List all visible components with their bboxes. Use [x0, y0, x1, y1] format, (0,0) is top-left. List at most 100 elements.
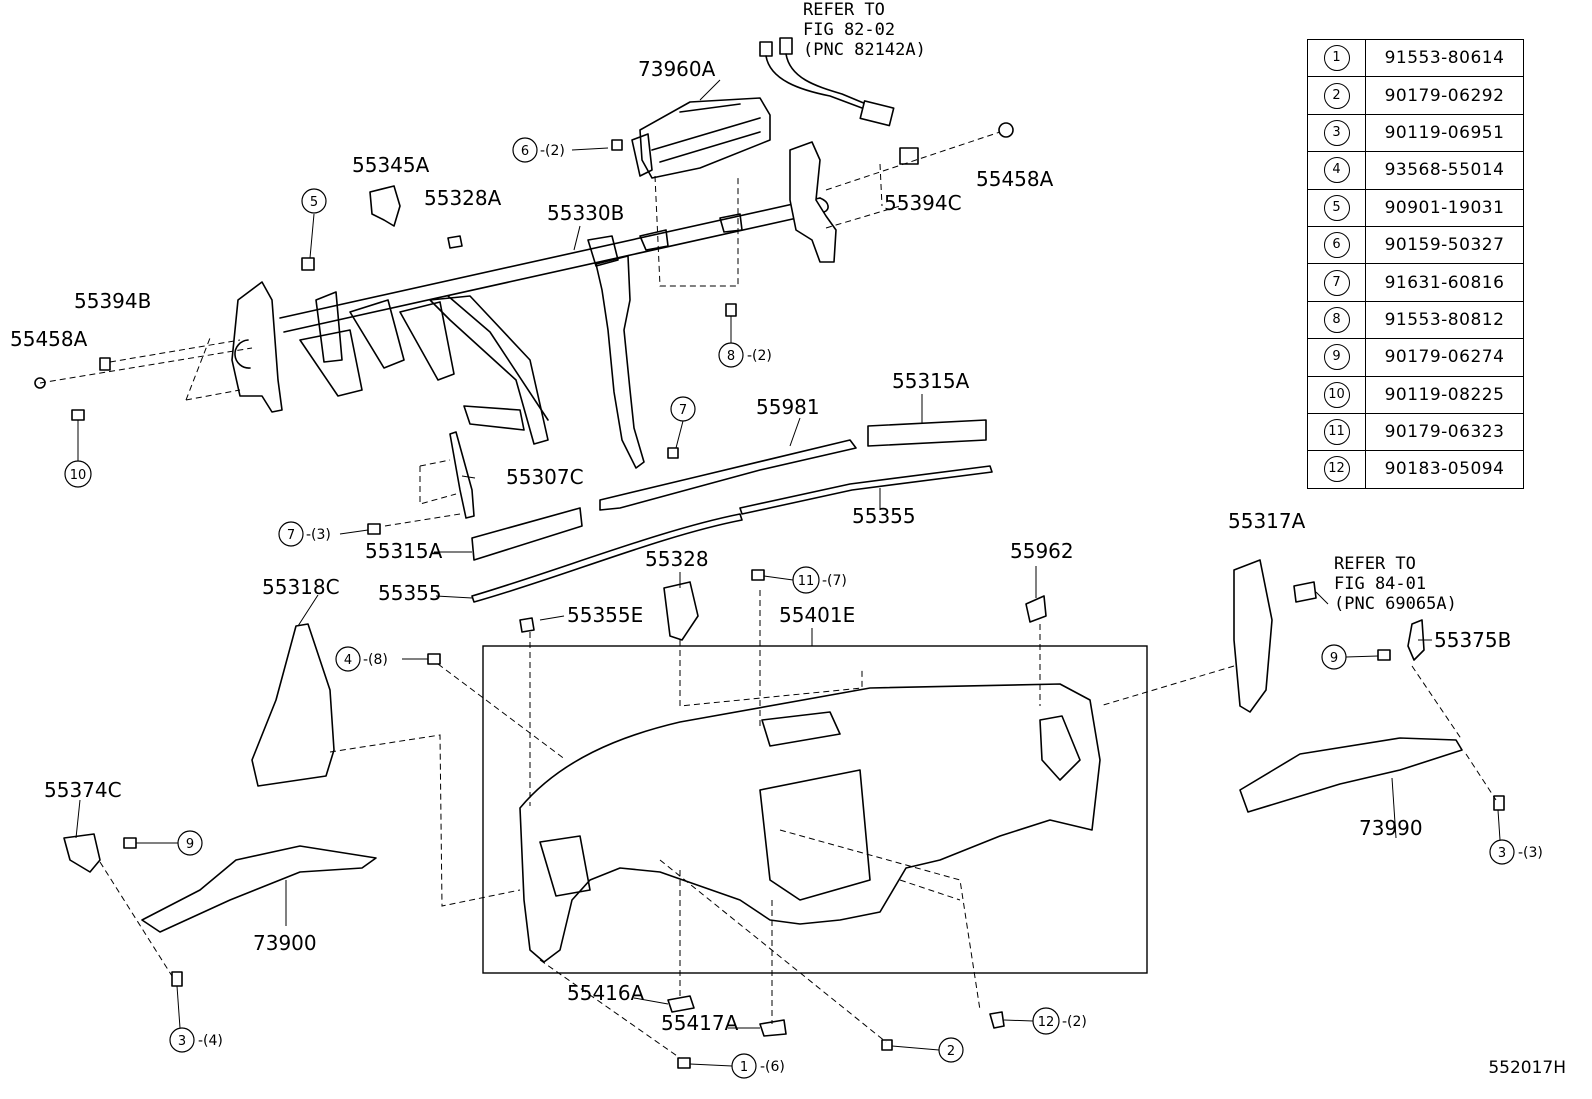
callout-9-left[interactable]: 9: [136, 830, 203, 856]
svg-text:1: 1: [740, 1060, 748, 1075]
svg-text:9: 9: [1330, 651, 1338, 666]
callouts: 6 -(2) 5 10 8 -(2) 7 7 -(3): [64, 137, 1543, 1079]
label-55401E[interactable]: 55401E: [779, 603, 855, 627]
svg-text:7: 7: [679, 403, 687, 418]
assembly-lines: [39, 131, 1497, 1059]
label-55355-right[interactable]: 55355: [852, 504, 916, 528]
instrument-panel-box: [482, 645, 1148, 974]
svg-text:FIG 82-02: FIG 82-02: [803, 20, 895, 40]
diagram-code: 552017H: [1488, 1058, 1566, 1078]
svg-text:6: 6: [521, 144, 529, 159]
svg-text:7: 7: [287, 528, 295, 543]
callout-7b[interactable]: 7 -(3): [278, 521, 369, 547]
label-55318C[interactable]: 55318C: [262, 575, 340, 599]
label-55416A[interactable]: 55416A: [567, 981, 645, 1005]
label-55355E[interactable]: 55355E: [567, 603, 643, 627]
clip-55328-drawing: [663, 581, 699, 641]
refer-note-top: REFER TO FIG 82-02 (PNC 82142A): [803, 0, 926, 60]
callout-6[interactable]: 6 -(2): [512, 137, 609, 163]
svg-text:-(6): -(6): [760, 1059, 785, 1075]
callout-4[interactable]: 4 -(8): [335, 646, 428, 672]
callout-2[interactable]: 2: [891, 1037, 964, 1063]
label-55458A-right[interactable]: 55458A: [976, 167, 1054, 191]
svg-text:-(3): -(3): [1518, 845, 1543, 861]
label-55355-left[interactable]: 55355: [378, 581, 442, 605]
svg-text:FIG 84-01: FIG 84-01: [1334, 574, 1426, 594]
brace-55307C-drawing: [449, 431, 475, 519]
instrument-panel-55401E-drawing: [519, 683, 1101, 963]
svg-text:REFER TO: REFER TO: [803, 0, 885, 20]
label-55328[interactable]: 55328: [645, 547, 709, 571]
panel-55318C-drawing: [251, 623, 335, 787]
bracket-55374C-drawing: [63, 833, 101, 873]
svg-text:REFER TO: REFER TO: [1334, 554, 1416, 574]
svg-text:-(4): -(4): [198, 1033, 223, 1049]
label-55394C[interactable]: 55394C: [884, 191, 962, 215]
label-73990[interactable]: 73990: [1359, 816, 1423, 840]
callout-1[interactable]: 1 -(6): [689, 1053, 785, 1079]
svg-text:-(2): -(2): [747, 348, 772, 364]
callout-10[interactable]: 10: [64, 420, 92, 488]
label-73900[interactable]: 73900: [253, 931, 317, 955]
clip-55416A-drawing: [667, 995, 695, 1013]
label-55307C[interactable]: 55307C: [506, 465, 584, 489]
label-55328A[interactable]: 55328A: [424, 186, 502, 210]
svg-text:10: 10: [70, 468, 87, 483]
airbag-73960A-drawing: [631, 97, 771, 179]
callout-8[interactable]: 8 -(2): [718, 316, 772, 368]
airbag-73990-drawing: [1239, 737, 1463, 813]
label-55315A-top[interactable]: 55315A: [892, 369, 970, 393]
callout-5[interactable]: 5: [301, 188, 327, 259]
bracket-55375B-drawing: [1407, 619, 1425, 661]
svg-text:-(2): -(2): [1062, 1014, 1087, 1030]
label-55962[interactable]: 55962: [1010, 539, 1074, 563]
svg-text:(PNC 82142A): (PNC 82142A): [803, 40, 926, 60]
nut-12-drawing: [989, 1011, 1005, 1029]
label-55394B[interactable]: 55394B: [74, 289, 151, 313]
fasteners-drawing: [34, 122, 1505, 1069]
connector-right-drawing: [1293, 581, 1317, 603]
svg-text:3: 3: [1498, 846, 1506, 861]
leader-lines: [75, 79, 1432, 1029]
label-55374C[interactable]: 55374C: [44, 778, 122, 802]
label-55315A-low[interactable]: 55315A: [365, 539, 443, 563]
callout-7a[interactable]: 7: [670, 396, 696, 449]
callout-12[interactable]: 12 -(2): [1003, 1007, 1087, 1035]
svg-text:5: 5: [310, 195, 318, 210]
label-55375B[interactable]: 55375B: [1434, 628, 1511, 652]
svg-text:3: 3: [178, 1034, 186, 1049]
beam-55330B-drawing: [231, 141, 837, 469]
label-73960A[interactable]: 73960A: [638, 57, 716, 81]
label-55417A[interactable]: 55417A: [661, 1011, 739, 1035]
svg-text:12: 12: [1038, 1015, 1055, 1030]
panel-55317A-drawing: [1233, 559, 1273, 713]
svg-text:9: 9: [186, 837, 194, 852]
bracket-55345A-drawing: [369, 185, 401, 227]
callout-3-left[interactable]: 3 -(4): [169, 985, 223, 1053]
label-55345A[interactable]: 55345A: [352, 153, 430, 177]
label-55458A-left[interactable]: 55458A: [10, 327, 88, 351]
label-55981[interactable]: 55981: [756, 395, 820, 419]
refer-note-right: REFER TO FIG 84-01 (PNC 69065A): [1334, 554, 1457, 614]
callout-9-right[interactable]: 9: [1321, 644, 1379, 670]
svg-text:-(3): -(3): [306, 527, 331, 543]
label-55330B[interactable]: 55330B: [547, 201, 624, 225]
callout-3-right[interactable]: 3 -(3): [1489, 809, 1543, 865]
label-55317A[interactable]: 55317A: [1228, 509, 1306, 533]
clip-55417A-drawing: [759, 1019, 787, 1037]
callout-11[interactable]: 11 -(7): [763, 566, 847, 594]
duct-55981-drawing: [599, 439, 857, 511]
